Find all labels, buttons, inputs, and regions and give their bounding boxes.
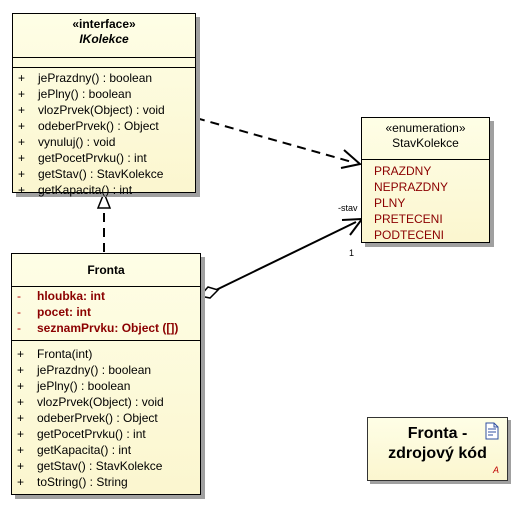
multiplicity-label: 1 [349, 248, 355, 258]
stereotype: «enumeration» [385, 121, 466, 135]
attribute-row[interactable]: -hloubka: int [17, 289, 105, 303]
method-row[interactable]: +vlozPrvek(Object) : void [17, 395, 164, 409]
enum-literal[interactable]: PRETECENI [374, 212, 443, 226]
method-list: +Fronta(int) +jePrazdny() : boolean +jeP… [12, 340, 200, 490]
attribute-list: -hloubka: int -pocet: int -seznamPrvku: … [12, 286, 200, 340]
method-row[interactable]: +jePlny() : boolean [17, 379, 131, 393]
class-fronta[interactable]: Fronta -hloubka: int -pocet: int -seznam… [11, 253, 201, 495]
method-row[interactable]: +vlozPrvek(Object) : void [18, 103, 165, 117]
dependency-line [195, 117, 353, 163]
method-row[interactable]: +getStav() : StavKolekce [18, 167, 164, 181]
enum-literal[interactable]: NEPRAZDNY [374, 180, 449, 194]
method-row[interactable]: +Fronta(int) [17, 347, 93, 361]
interface-ikolekce[interactable]: «interface» IKolekce +jePrazdny() : bool… [12, 13, 196, 197]
method-row[interactable]: +jePlny() : boolean [18, 87, 132, 101]
method-row[interactable]: +vynuluj() : void [18, 135, 116, 149]
link-marker-icon: A [492, 465, 499, 475]
source-code-note[interactable]: Fronta - zdrojový kód A [367, 417, 508, 481]
method-row[interactable]: +odeberPrvek() : Object [17, 411, 158, 425]
note-text: Fronta - zdrojový kód [368, 424, 507, 464]
class-header: «enumeration» StavKolekce [362, 118, 489, 159]
stereotype: «interface» [72, 17, 136, 31]
association-line [215, 221, 357, 291]
method-row[interactable]: +jePrazdny() : boolean [18, 71, 153, 85]
method-row[interactable]: +toString() : String [17, 475, 128, 489]
method-row[interactable]: +jePrazdny() : boolean [17, 363, 152, 377]
attribute-row[interactable]: -pocet: int [17, 305, 91, 319]
class-name: StavKolekce [392, 136, 459, 150]
realization-arrowhead [96, 190, 112, 209]
enum-literal[interactable]: PODTECENI [374, 228, 445, 242]
enum-literal[interactable]: PLNY [374, 196, 406, 210]
document-icon [485, 422, 499, 440]
class-name: IKolekce [79, 32, 129, 46]
note-line-2: zdrojový kód [388, 445, 487, 462]
enum-literal[interactable]: PRAZDNY [374, 164, 432, 178]
note-line-1: Fronta - [407, 425, 468, 442]
dependency-arrowhead [340, 149, 363, 169]
attribute-row[interactable]: -seznamPrvku: Object ([]) [17, 321, 179, 335]
aggregation-diamond [198, 286, 220, 299]
enumeration-stavkolekce[interactable]: «enumeration» StavKolekce PRAZDNY NEPRAZ… [361, 117, 490, 243]
method-row[interactable]: +getKapacita() : int [17, 443, 132, 457]
method-row[interactable]: +getKapacita() : int [18, 183, 133, 197]
class-header: «interface» IKolekce [13, 14, 195, 57]
method-row[interactable]: +getPocetPrvku() : int [17, 427, 146, 441]
method-row[interactable]: +getPocetPrvku() : int [18, 151, 147, 165]
role-label: -stav [338, 203, 358, 213]
method-row[interactable]: +odeberPrvek() : Object [18, 119, 159, 133]
method-row[interactable]: +getStav() : StavKolekce [17, 459, 163, 473]
literal-list: PRAZDNY NEPRAZDNY PLNY PRETECENI PODTECE… [362, 159, 489, 243]
method-list: +jePrazdny() : boolean +jePlny() : boole… [13, 67, 195, 198]
class-name: Fronta [87, 263, 125, 277]
class-header: Fronta [12, 254, 200, 286]
